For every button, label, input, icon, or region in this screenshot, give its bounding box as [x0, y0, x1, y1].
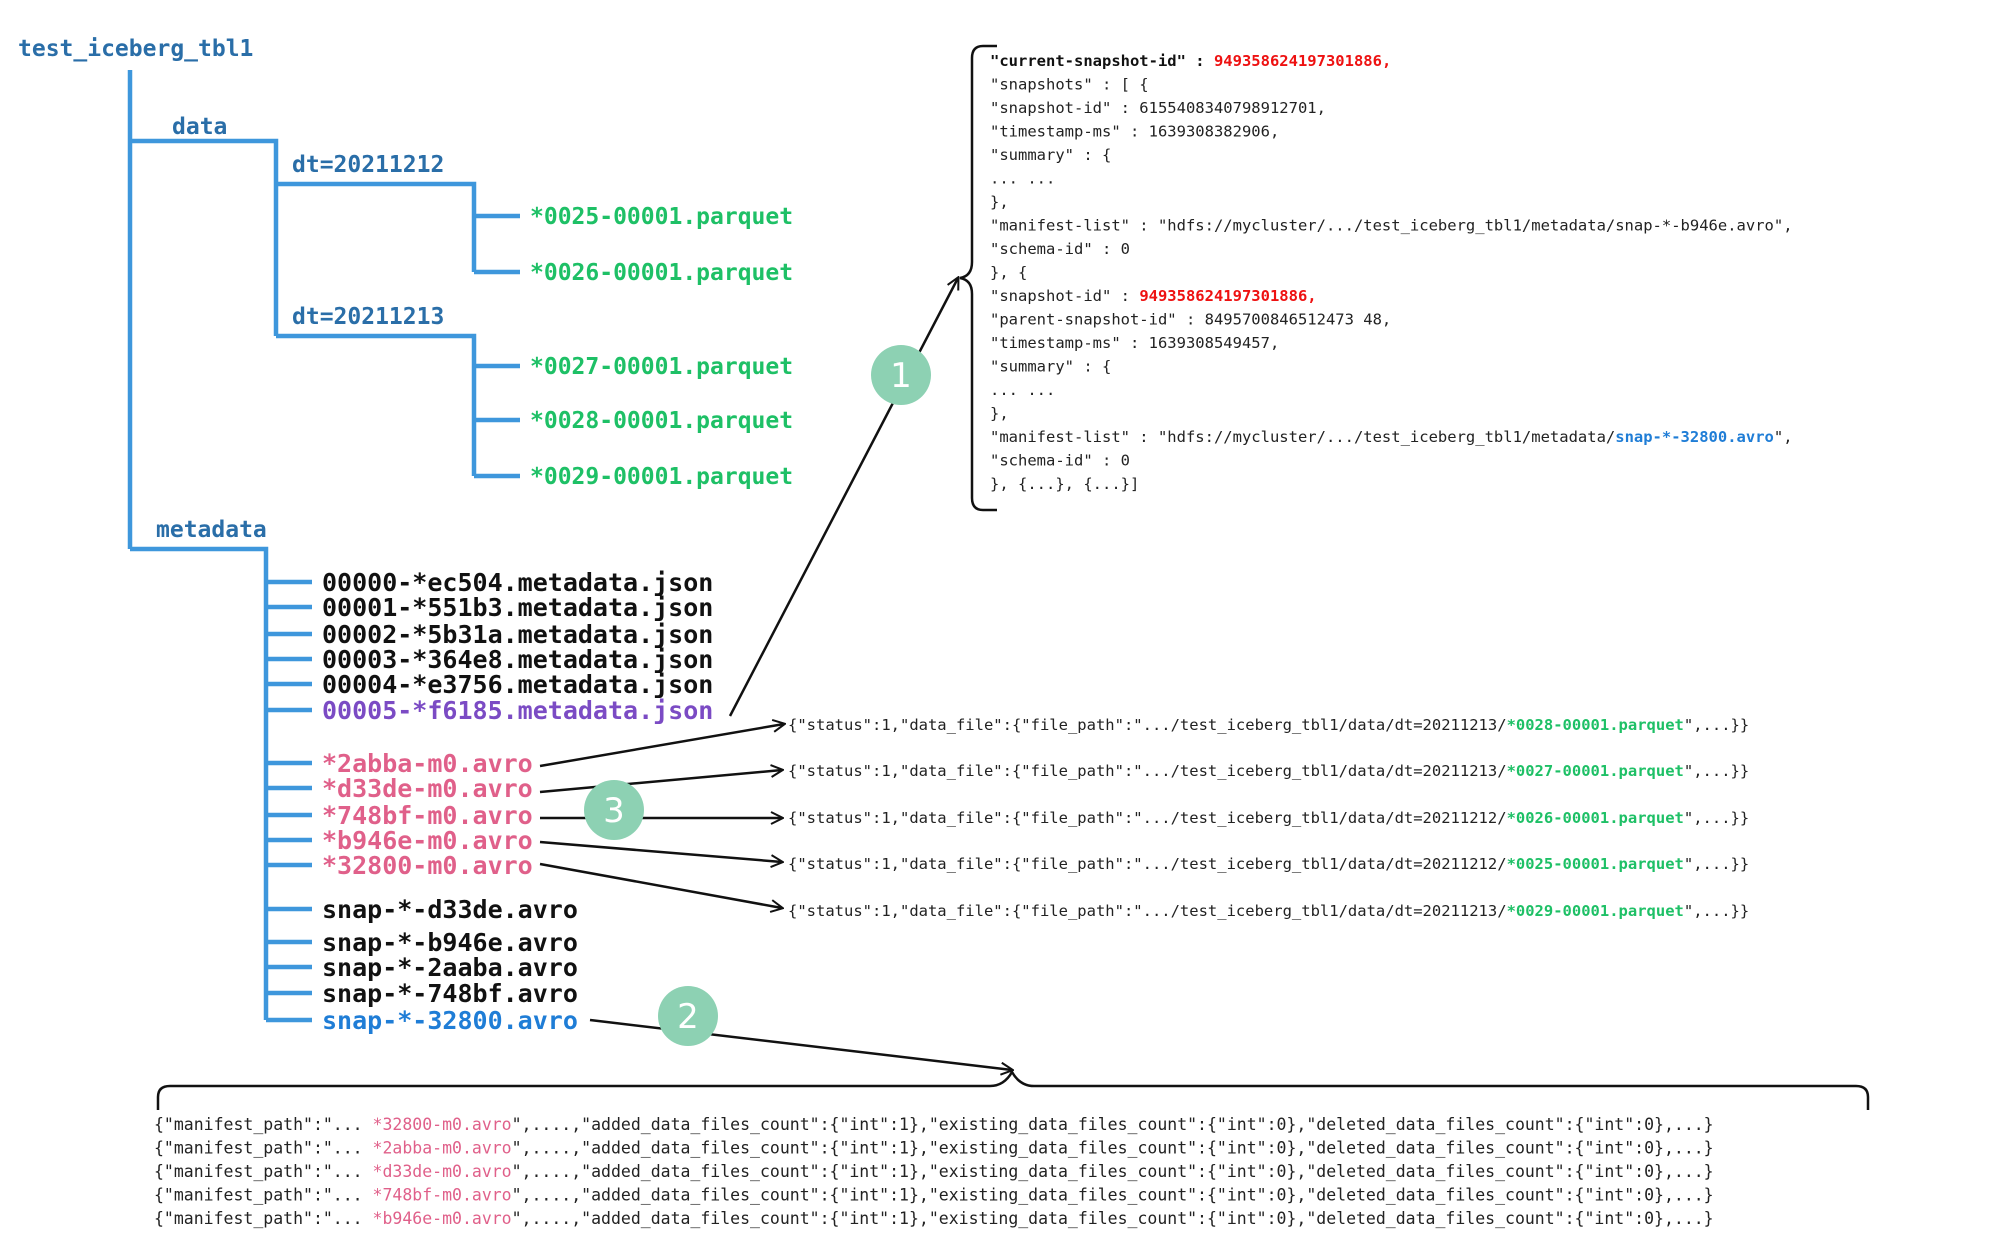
- metadata-json-line: "schema-id" : 0: [990, 452, 1130, 470]
- metadata-branch-line: [130, 546, 269, 1020]
- manifest-avro-label: *32800-m0.avro: [322, 851, 533, 880]
- manifest-list-content: {"manifest_path":"... *32800-m0.avro",..…: [154, 1115, 1714, 1228]
- badge-1: 1: [871, 345, 931, 405]
- metadata-json-line: ... ...: [990, 170, 1055, 188]
- arrows: [539, 278, 1012, 1070]
- svg-text:2: 2: [677, 997, 699, 1037]
- root-folder-label: test_iceberg_tbl1: [18, 36, 253, 62]
- manifest-list-line: {"manifest_path":"... *32800-m0.avro",..…: [154, 1115, 1714, 1134]
- manifest-list-line: {"manifest_path":"... *748bf-m0.avro",..…: [154, 1186, 1714, 1205]
- manifest-entries-content: {"status":1,"data_file":{"file_path":"..…: [788, 716, 1749, 920]
- parquet-file-label: *0029-00001.parquet: [530, 464, 793, 490]
- parquet-file-label: *0028-00001.parquet: [530, 408, 793, 434]
- parquet-file-label: *0025-00001.parquet: [530, 204, 793, 230]
- manifest-entry-line: {"status":1,"data_file":{"file_path":"..…: [788, 809, 1749, 827]
- arrow-manifest-4: [539, 840, 782, 862]
- manifest-list-line: {"manifest_path":"... *2abba-m0.avro",..…: [154, 1139, 1714, 1158]
- metadata-json-line: },: [990, 193, 1009, 211]
- snap-avro-label: snap-*-748bf.avro: [322, 979, 578, 1008]
- metadata-json-line: },: [990, 405, 1009, 423]
- arrow-manifest-1: [539, 724, 784, 768]
- metadata-json-label: 00002-*5b31a.metadata.json: [322, 620, 713, 649]
- arrow-manifest-5: [539, 862, 782, 908]
- tree-labels: test_iceberg_tbl1 data dt=20211212 dt=20…: [18, 36, 793, 1035]
- metadata-json-line: "timestamp-ms" : 1639308382906,: [990, 123, 1279, 141]
- manifest-avro-label: *748bf-m0.avro: [322, 801, 533, 830]
- metadata-json-line: }, {...}, {...}]: [990, 475, 1139, 493]
- partition-1-line: [276, 181, 477, 272]
- metadata-json-line: "summary" : {: [990, 358, 1111, 376]
- manifest-list-line: {"manifest_path":"... *d33de-m0.avro",..…: [154, 1162, 1714, 1181]
- manifest-avro-label: *2abba-m0.avro: [322, 749, 533, 778]
- manifest-avro-label: *d33de-m0.avro: [322, 774, 533, 803]
- metadata-json-label: 00001-*551b3.metadata.json: [322, 593, 713, 622]
- snap-avro-label: snap-*-d33de.avro: [322, 895, 578, 924]
- metadata-json-line: ... ...: [990, 381, 1055, 399]
- metadata-json-line: }, {: [990, 264, 1027, 282]
- partition-2-label: dt=20211213: [292, 304, 444, 330]
- metadata-json-brace: [959, 44, 997, 512]
- data-folder-label: data: [172, 114, 227, 140]
- manifest-entry-line: {"status":1,"data_file":{"file_path":"..…: [788, 902, 1749, 920]
- parquet-file-label: *0027-00001.parquet: [530, 354, 793, 380]
- manifest-list-line: {"manifest_path":"... *b946e-m0.avro",..…: [154, 1209, 1714, 1228]
- metadata-json-line: "manifest-list" : "hdfs://mycluster/.../…: [990, 428, 1793, 446]
- metadata-folder-label: metadata: [156, 517, 267, 543]
- arrow-metadata-to-json: [728, 278, 958, 717]
- badge-3: 3: [584, 780, 644, 840]
- tree-lines: [127, 70, 520, 1023]
- metadata-json-content: "current-snapshot-id" : 9493586241973018…: [990, 52, 1793, 493]
- metadata-json-line: "current-snapshot-id" : 9493586241973018…: [990, 52, 1391, 70]
- metadata-json-line: "timestamp-ms" : 1639308549457,: [990, 334, 1279, 352]
- metadata-json-line: "parent-snapshot-id" : 8495700846512473 …: [990, 311, 1391, 329]
- snap-avro-label: snap-*-2aaba.avro: [322, 953, 578, 982]
- manifest-entry-line: {"status":1,"data_file":{"file_path":"..…: [788, 762, 1749, 780]
- parquet-file-label: *0026-00001.parquet: [530, 260, 793, 286]
- manifest-list-brace: [156, 1069, 1870, 1110]
- manifest-entry-line: {"status":1,"data_file":{"file_path":"..…: [788, 855, 1749, 873]
- metadata-json-line: "schema-id" : 0: [990, 240, 1130, 258]
- metadata-json-line: "manifest-list" : "hdfs://mycluster/.../…: [990, 217, 1793, 235]
- current-metadata-json-label: 00005-*f6185.metadata.json: [322, 696, 713, 725]
- partition-2-line: [276, 333, 477, 476]
- manifest-avro-label: *b946e-m0.avro: [322, 826, 533, 855]
- metadata-file-ticks: [266, 579, 312, 1023]
- badge-2: 2: [658, 986, 718, 1046]
- metadata-json-line: "snapshot-id" : 6155408340798912701,: [990, 99, 1326, 117]
- manifest-entry-line: {"status":1,"data_file":{"file_path":"..…: [788, 716, 1749, 734]
- snap-avro-label: snap-*-b946e.avro: [322, 928, 578, 957]
- partition-1-label: dt=20211212: [292, 152, 444, 178]
- svg-text:1: 1: [890, 356, 912, 396]
- current-snap-avro-label: snap-*-32800.avro: [322, 1006, 578, 1035]
- data-branch-line: [130, 138, 279, 336]
- arrow-snap-to-manifest-list: [589, 1018, 1012, 1070]
- metadata-json-line: "snapshots" : [ {: [990, 76, 1149, 94]
- metadata-json-line: "summary" : {: [990, 146, 1111, 164]
- metadata-json-label: 00000-*ec504.metadata.json: [322, 568, 713, 597]
- metadata-json-label: 00004-*e3756.metadata.json: [322, 670, 713, 699]
- metadata-json-label: 00003-*364e8.metadata.json: [322, 645, 713, 674]
- metadata-json-line: "snapshot-id" : 949358624197301886,: [990, 287, 1317, 305]
- arrow-manifest-2: [539, 770, 782, 794]
- svg-text:3: 3: [603, 791, 625, 831]
